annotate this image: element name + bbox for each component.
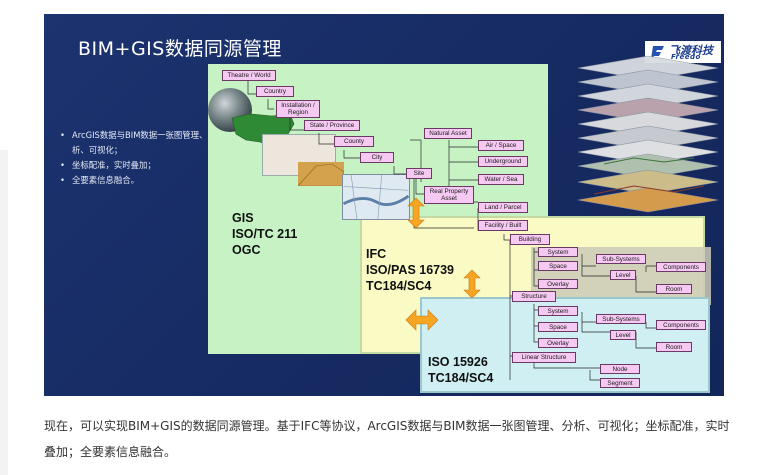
node-linear-structure: Linear Structure <box>512 352 576 363</box>
node-city: City <box>360 152 394 163</box>
node-land-parcel: Land / Parcel <box>478 202 528 213</box>
slide-image: BIM+GIS数据同源管理 飞渡科技 Freedo ArcGIS数据与BIM数据… <box>44 14 724 396</box>
article-caption: 现在，可以实现BIM+GIS的数据同源管理。基于IFC等协议，ArcGIS数据与… <box>44 413 732 465</box>
node-building: Building <box>510 234 550 245</box>
ifc-standard-label: IFC ISO/PAS 16739 TC184/SC4 <box>366 246 454 294</box>
node-state-province: State / Province <box>304 120 360 131</box>
node-overlay: Overlay <box>538 338 578 348</box>
node-site: Site <box>406 168 432 179</box>
node-node: Node <box>600 364 640 374</box>
node-overlay: Overlay <box>538 279 578 289</box>
node-theatre-world: Theatre / World <box>222 70 276 81</box>
node-segment: Segment <box>600 378 640 388</box>
node-level: Level <box>610 270 636 280</box>
node-components: Components <box>656 262 706 272</box>
node-sub-systems: Sub-Systems <box>596 254 646 264</box>
node-underground: Underground <box>478 156 528 167</box>
node-real-property-asset: Real Property Asset <box>424 186 474 204</box>
node-air-space: Air / Space <box>478 140 524 151</box>
node-water-sea: Water / Sea <box>478 174 524 185</box>
node-installation-region: Installation / Region <box>276 100 320 118</box>
node-sub-systems: Sub-Systems <box>596 314 646 324</box>
node-country: Country <box>256 86 294 97</box>
node-space: Space <box>538 322 578 332</box>
node-county: County <box>334 136 374 147</box>
node-space: Space <box>538 261 578 271</box>
node-level: Level <box>610 330 636 340</box>
node-room: Room <box>656 342 692 352</box>
gis-standard-label: GIS ISO/TC 211 OGC <box>232 210 297 258</box>
node-components: Components <box>656 320 706 330</box>
node-room: Room <box>656 284 692 294</box>
iso-standard-label: ISO 15926 TC184/SC4 <box>428 354 493 386</box>
node-facility-built: Facility / Built <box>478 220 528 231</box>
node-natural-asset: Natural Asset <box>424 128 472 139</box>
page-side-strip <box>0 150 8 475</box>
node-system: System <box>538 306 578 316</box>
node-system: System <box>538 247 578 257</box>
node-structure: Structure <box>512 291 556 302</box>
